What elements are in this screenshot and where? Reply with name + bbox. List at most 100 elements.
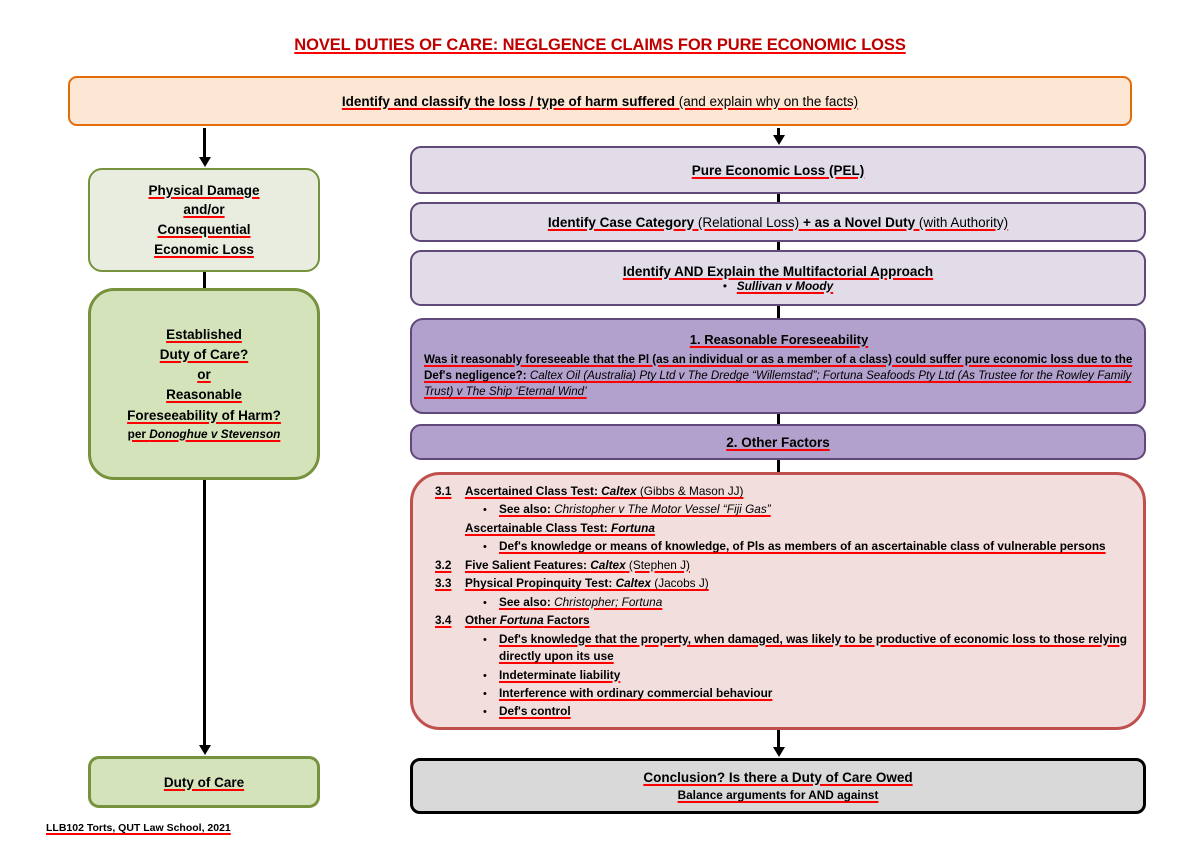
established-duty-citation: per Donoghue v Stevenson bbox=[91, 426, 317, 444]
physical-damage-line-4: Economic Loss bbox=[154, 241, 254, 257]
factor-3-1-number: 3.1 bbox=[435, 484, 452, 498]
connector-pel-to-category bbox=[777, 194, 780, 202]
connector-multifactorial-to-foreseeability bbox=[777, 306, 780, 318]
factor-3-4-bullet-4: • Def's control bbox=[483, 703, 1129, 720]
connector-foreseeability-to-otherfactors bbox=[777, 414, 780, 424]
factor-row-3-2: 3.2 Five Salient Features: Caltex (Steph… bbox=[435, 557, 1129, 574]
identify-loss-plain: (and explain why on the facts) bbox=[674, 93, 859, 109]
page-title-text: NOVEL DUTIES OF CARE: NEGLGENCE CLAIMS F… bbox=[294, 36, 906, 54]
factor-3-3-text: Physical Propinquity Test: Caltex (Jacob… bbox=[465, 575, 1129, 592]
factor-3-1-sub-bold: Ascertainable Class Test: bbox=[465, 520, 611, 535]
established-duty-line-5: Foreseeability of Harm? bbox=[127, 407, 281, 423]
factor-3-3-number: 3.3 bbox=[435, 576, 452, 591]
foreseeability-heading: 1. Reasonable Foreseeability bbox=[689, 332, 869, 348]
factor-3-4-bullet-1: • Def's knowledge that the property, whe… bbox=[483, 631, 1129, 666]
factor-3-1-bullet-2: • Def's knowledge or means of knowledge,… bbox=[483, 538, 1129, 555]
factor-3-4-bullet-4-text: Def's control bbox=[499, 704, 571, 719]
factor-3-2-bold: Five Salient Features: bbox=[465, 557, 591, 572]
factor-3-4-bullet-3: • Interference with ordinary commercial … bbox=[483, 685, 1129, 702]
duty-of-care-label: Duty of Care bbox=[163, 774, 245, 790]
arrow-established-to-duty bbox=[203, 480, 206, 746]
factor-3-4-bold-2: Factors bbox=[543, 613, 590, 628]
identify-loss-bold: Identify and classify the loss / type of… bbox=[341, 93, 675, 109]
factor-3-4-number: 3.4 bbox=[435, 613, 452, 628]
footer-credit: LLB102 Torts, QUT Law School, 2021 bbox=[46, 822, 231, 834]
factors-detail-box: 3.1 Ascertained Class Test: Caltex (Gibb… bbox=[410, 472, 1146, 730]
factor-row-3-3: 3.3 Physical Propinquity Test: Caltex (J… bbox=[435, 575, 1129, 592]
factor-3-1-sub: Ascertainable Class Test: Fortuna bbox=[465, 520, 1129, 537]
connector-otherfactors-to-factors bbox=[777, 460, 780, 472]
citation-case: Donoghue v Stevenson bbox=[149, 426, 281, 441]
factor-3-1-plain: (Gibbs & Mason JJ) bbox=[636, 484, 744, 498]
factor-3-2-italic: Caltex bbox=[590, 557, 626, 572]
factor-row-3-4: 3.4 Other Fortuna Factors bbox=[435, 612, 1129, 629]
established-duty-line-1: Established bbox=[166, 326, 242, 342]
arrow-factors-to-conclusion bbox=[777, 730, 780, 748]
case-category-plain-2: (with Authority) bbox=[915, 214, 1009, 230]
identify-loss-text: Identify and classify the loss / type of… bbox=[70, 94, 1130, 109]
conclusion-box: Conclusion? Is there a Duty of Care Owed… bbox=[410, 758, 1146, 814]
page-title: NOVEL DUTIES OF CARE: NEGLGENCE CLAIMS F… bbox=[0, 36, 1200, 55]
physical-damage-line-2: and/or bbox=[183, 202, 225, 218]
conclusion-line-2: Balance arguments for AND against bbox=[677, 788, 879, 803]
foreseeability-body-cases: Caltex Oil (Australia) Pty Ltd v The Dre… bbox=[424, 369, 1132, 399]
established-duty-line-2: Duty of Care? bbox=[159, 346, 249, 362]
multifactorial-approach-box: Identify AND Explain the Multifactorial … bbox=[410, 250, 1146, 306]
established-duty-line-4: Reasonable bbox=[166, 387, 242, 403]
arrow-top-to-physical bbox=[203, 128, 206, 158]
factor-3-1-bullet-1-italic: Christopher v The Motor Vessel “Fiji Gas… bbox=[554, 502, 771, 517]
factor-3-1-text: Ascertained Class Test: Caltex (Gibbs & … bbox=[465, 483, 1129, 500]
factor-3-3-bullet-1-bold: See also: bbox=[499, 594, 555, 609]
other-factors-heading: 2. Other Factors bbox=[726, 434, 830, 450]
physical-damage-box: Physical Damage and/or Consequential Eco… bbox=[88, 168, 320, 272]
other-factors-box: 2. Other Factors bbox=[410, 424, 1146, 460]
multifactorial-heading: Identify AND Explain the Multifactorial … bbox=[622, 263, 934, 279]
factor-3-1-bullet-2-text: Def's knowledge or means of knowledge, o… bbox=[499, 539, 1106, 554]
established-duty-line-3: or bbox=[197, 367, 211, 383]
factor-3-2-plain: (Stephen J) bbox=[625, 557, 690, 572]
factor-3-3-bold: Physical Propinquity Test: bbox=[465, 576, 616, 591]
case-category-text: Identify Case Category (Relational Loss)… bbox=[412, 215, 1144, 230]
case-category-bold-1: Identify Case Category bbox=[547, 214, 695, 230]
factor-3-3-italic: Caltex bbox=[615, 576, 651, 591]
case-category-plain-1: (Relational Loss) bbox=[694, 214, 803, 230]
bullet-dot-icon: • bbox=[483, 541, 487, 554]
factor-3-2-text: Five Salient Features: Caltex (Stephen J… bbox=[465, 557, 1129, 574]
connector-category-to-multifactorial bbox=[777, 242, 780, 250]
factor-3-1-bullet-1-text: See also: Christopher v The Motor Vessel… bbox=[499, 501, 1129, 518]
factor-row-3-1: 3.1 Ascertained Class Test: Caltex (Gibb… bbox=[435, 483, 1129, 500]
foreseeability-body: Was it reasonably foreseeable that the P… bbox=[424, 352, 1134, 401]
factor-3-2-number: 3.2 bbox=[435, 557, 452, 572]
factor-3-3-plain: (Jacobs J) bbox=[650, 576, 709, 591]
factor-3-1-italic: Caltex bbox=[601, 484, 637, 498]
pure-economic-loss-box: Pure Economic Loss (PEL) bbox=[410, 146, 1146, 194]
identify-loss-box: Identify and classify the loss / type of… bbox=[68, 76, 1132, 126]
bullet-dot-icon: • bbox=[483, 669, 487, 682]
factor-3-3-bullet-1-text: See also: Christopher; Fortuna bbox=[499, 594, 1129, 611]
foreseeability-body-bold: Was it reasonably foreseeable that the P… bbox=[424, 352, 1133, 382]
factor-3-1-bullet-1-bold: See also: bbox=[499, 502, 555, 517]
factor-3-3-bullet-1: • See also: Christopher; Fortuna bbox=[483, 594, 1129, 611]
factor-3-4-bullet-1-text: Def's knowledge that the property, when … bbox=[499, 631, 1127, 664]
established-duty-box: Established Duty of Care? or Reasonable … bbox=[88, 288, 320, 480]
multifactorial-bullet-case: Sullivan v Moody bbox=[736, 278, 834, 293]
conclusion-line-1: Conclusion? Is there a Duty of Care Owed bbox=[643, 769, 913, 785]
pel-label: Pure Economic Loss (PEL) bbox=[691, 162, 865, 178]
citation-prefix: per bbox=[127, 426, 150, 441]
factor-3-1-bullet-1: • See also: Christopher v The Motor Vess… bbox=[483, 501, 1129, 518]
bullet-dot-icon: • bbox=[483, 504, 487, 517]
multifactorial-bullet: • Sullivan v Moody bbox=[722, 278, 834, 293]
reasonable-foreseeability-box: 1. Reasonable Foreseeability Was it reas… bbox=[410, 318, 1146, 414]
bullet-dot-icon: • bbox=[483, 706, 487, 719]
bullet-dot-icon: • bbox=[483, 596, 487, 609]
physical-damage-line-1: Physical Damage bbox=[148, 182, 260, 198]
case-category-bold-2: + as a Novel Duty bbox=[802, 214, 916, 230]
connector-physical-to-established bbox=[203, 272, 206, 288]
physical-damage-line-3: Consequential bbox=[157, 222, 251, 237]
factor-3-4-bullet-2: • Indeterminate liability bbox=[483, 667, 1129, 684]
factor-3-3-bullet-1-italic: Christopher; Fortuna bbox=[554, 594, 663, 609]
factor-3-4-bold-1: Other bbox=[465, 613, 500, 628]
factor-3-1-sub-italic: Fortuna bbox=[611, 520, 655, 535]
bullet-dot-icon: • bbox=[483, 633, 487, 646]
